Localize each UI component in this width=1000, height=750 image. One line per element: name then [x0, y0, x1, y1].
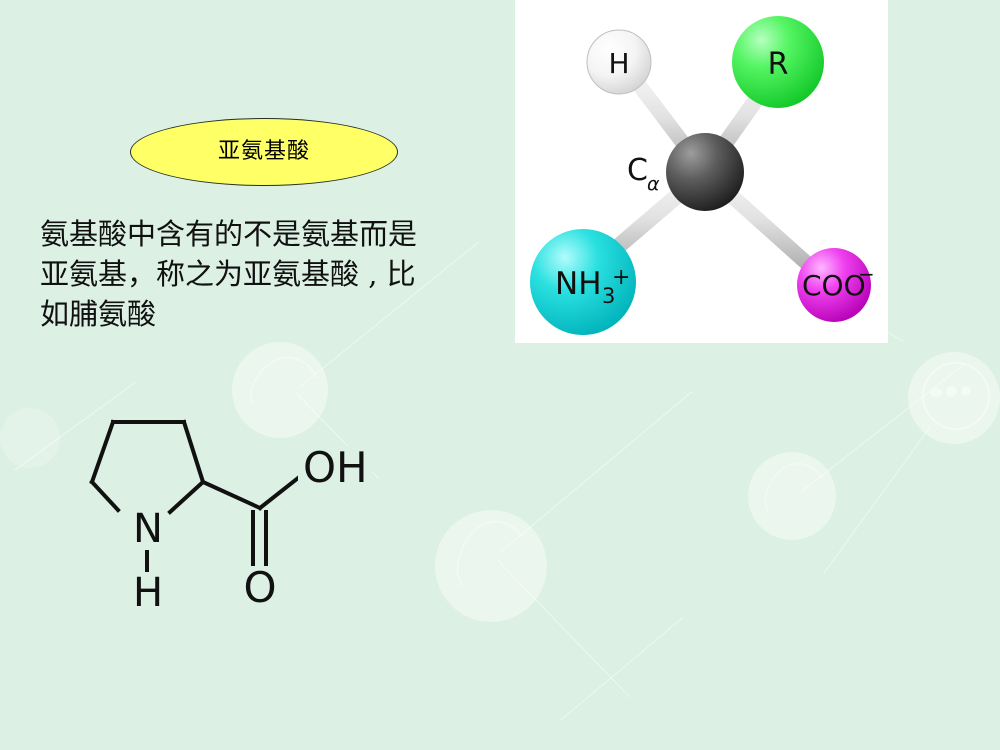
label-hydroxyl: OH	[303, 443, 368, 492]
svg-text:R: R	[768, 47, 789, 82]
svg-text:3: 3	[602, 284, 615, 308]
proline-structure-diagram: N H OH O	[60, 390, 400, 620]
svg-text:H: H	[608, 47, 629, 80]
body-line-2: 亚氨基，称之为亚氨基酸 , 比	[40, 257, 416, 291]
svg-text:C: C	[627, 153, 648, 188]
label-nitrogen-hydrogen: H	[133, 570, 163, 616]
svg-text:α: α	[647, 173, 660, 195]
watermark-swoosh-icon	[757, 454, 833, 536]
watermark-streak	[800, 362, 967, 493]
svg-text:NH: NH	[555, 266, 602, 302]
watermark-dot	[946, 386, 957, 397]
label-ring-nitrogen: N	[133, 506, 163, 552]
watermark-ring	[922, 362, 990, 430]
body-line-1: 氨基酸中含有的不是氨基而是	[40, 217, 418, 251]
watermark-dot	[930, 388, 942, 397]
svg-text:−: −	[858, 262, 875, 286]
watermark-circle	[908, 352, 1000, 444]
watermark-streak	[500, 391, 693, 553]
title-oval-label: 亚氨基酸	[217, 139, 310, 164]
title-oval-shape: 亚氨基酸	[130, 118, 398, 186]
label-carbonyl-oxygen: O	[243, 563, 276, 612]
watermark-circle	[748, 452, 836, 540]
svg-text:+: +	[612, 265, 630, 290]
watermark-circle	[435, 510, 547, 622]
watermark-circle	[0, 408, 60, 468]
body-paragraph: 氨基酸中含有的不是氨基而是 亚氨基，称之为亚氨基酸 , 比 如脯氨酸	[40, 214, 500, 334]
amino-acid-model-image: H R C α NH 3 + COO −	[515, 0, 888, 343]
watermark-streak	[560, 617, 684, 721]
watermark-streak	[823, 427, 930, 574]
body-line-3: 如脯氨酸	[40, 297, 157, 331]
watermark-streak	[497, 560, 630, 698]
watermark-dot	[961, 386, 971, 396]
watermark-swoosh-icon	[450, 513, 534, 609]
svg-text:COO: COO	[802, 269, 866, 302]
